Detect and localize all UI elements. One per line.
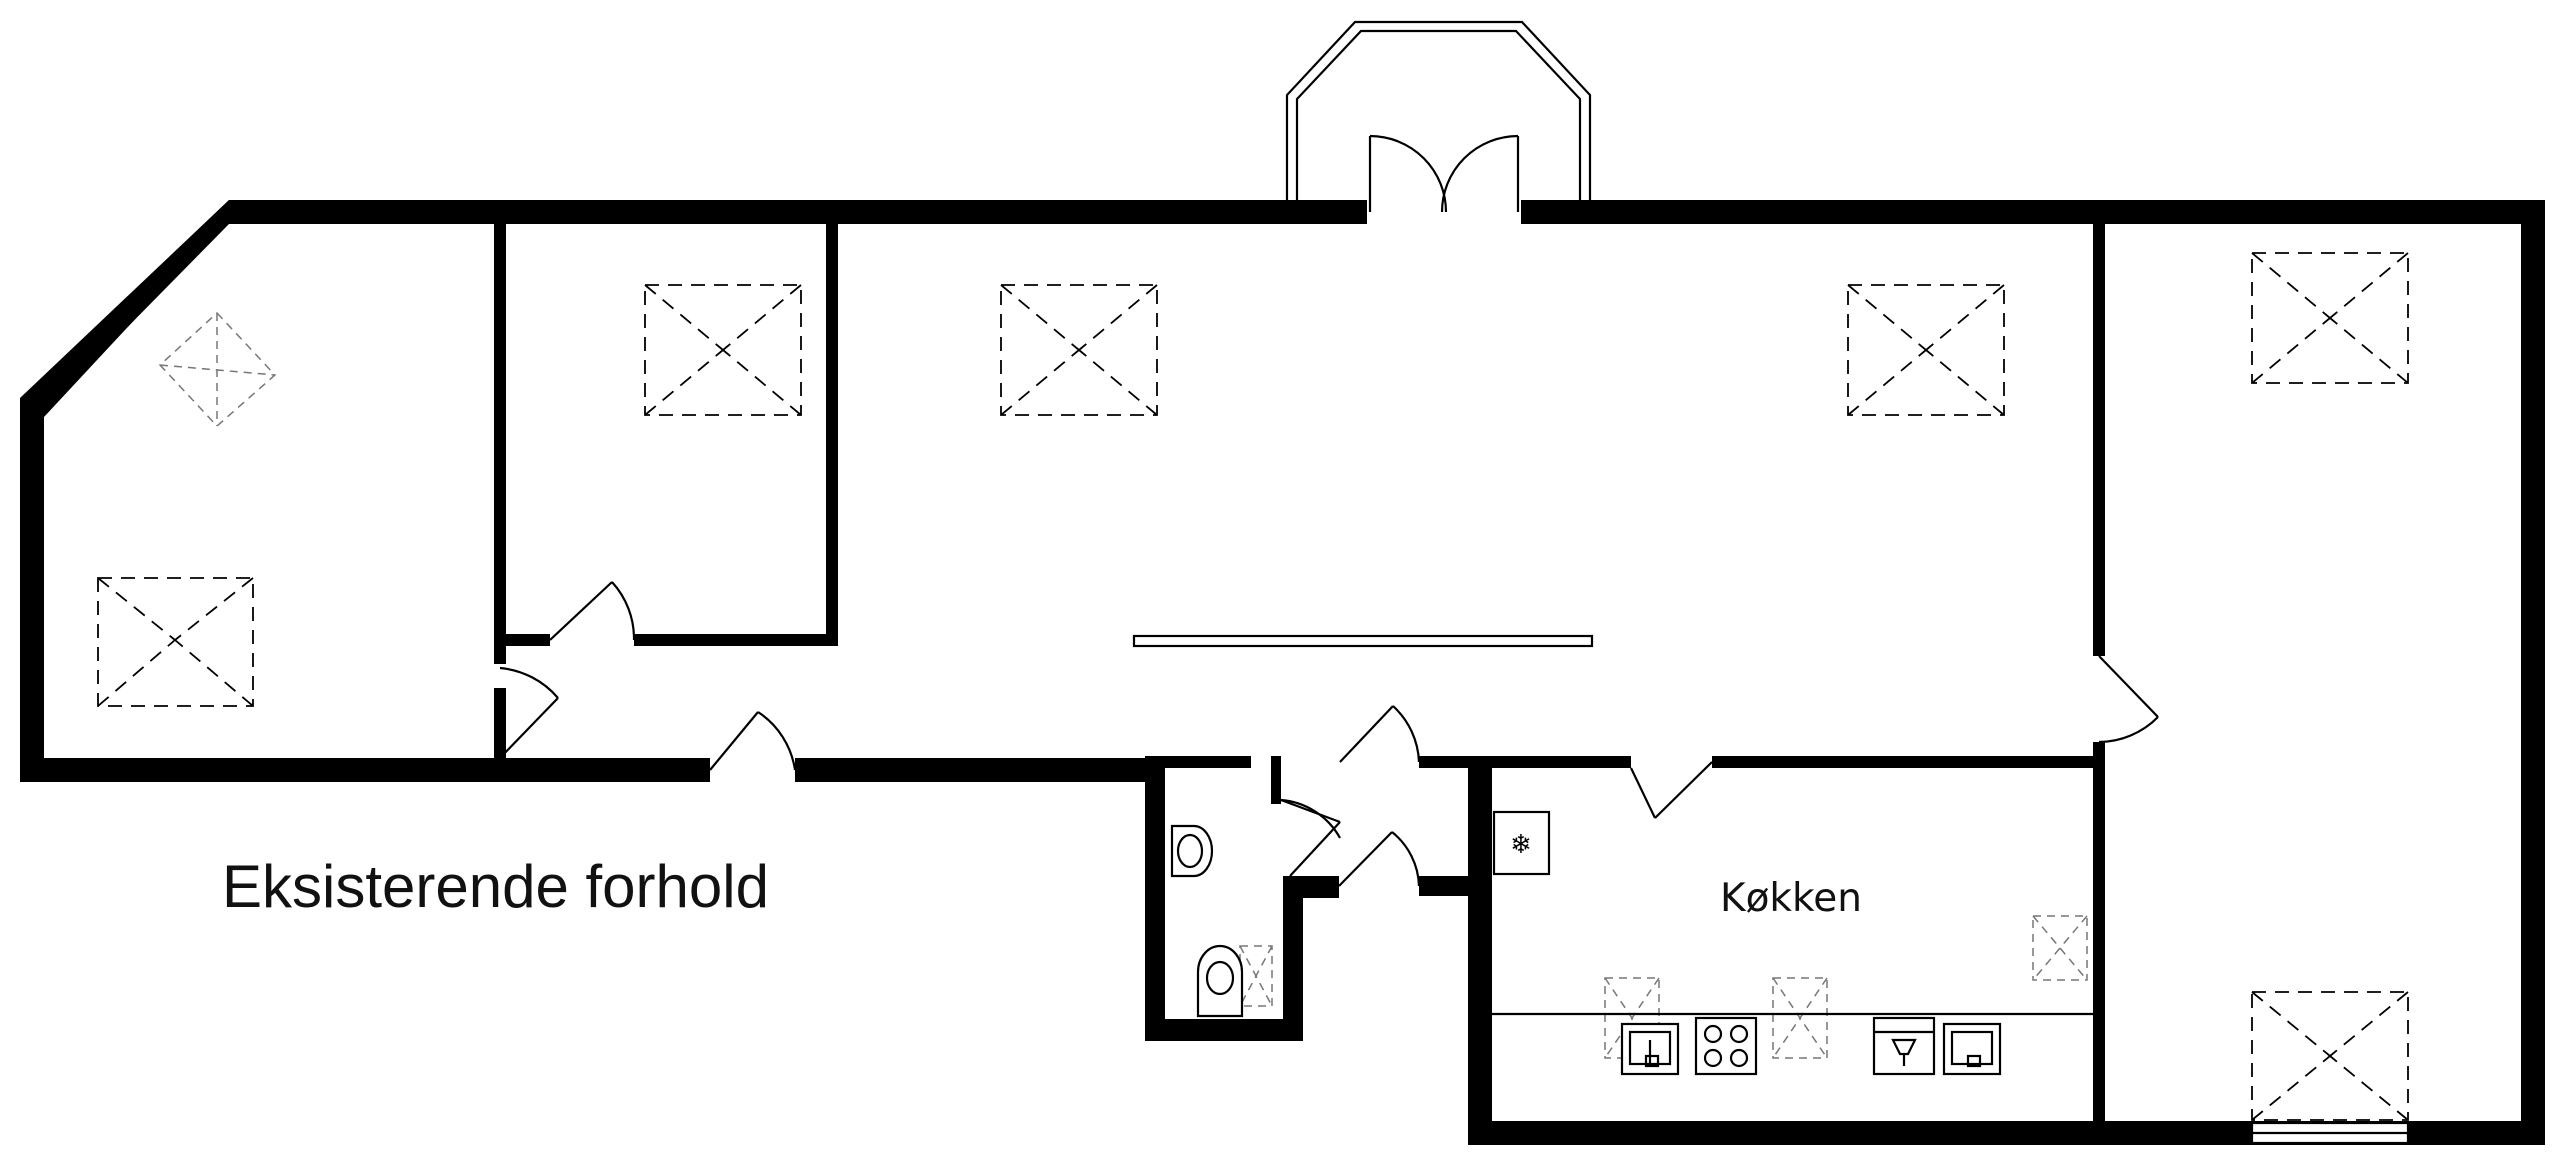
plan-title: Eksisterende forhold — [222, 853, 769, 920]
window — [2250, 1121, 2410, 1145]
door-swing-icon — [499, 134, 2159, 887]
svg-text:❄: ❄ — [1510, 830, 1532, 860]
hob-icon — [1694, 1016, 1758, 1076]
toilet-icon — [1196, 944, 1244, 1018]
room-label-kitchen: Køkken — [1720, 876, 1862, 921]
half-wall — [1132, 634, 1594, 648]
skylight-icon — [97, 252, 2409, 1121]
exterior-walls — [20, 200, 2545, 1145]
bay-window-icon — [1285, 20, 1592, 200]
interior-walls — [494, 224, 2105, 1132]
sink-icon — [1170, 824, 1214, 878]
freezer-icon: ❄ — [1492, 810, 1551, 876]
sink-icon — [1620, 1022, 1680, 1076]
dishwasher-icon — [1872, 1016, 1936, 1076]
sink-icon — [1942, 1022, 2002, 1076]
